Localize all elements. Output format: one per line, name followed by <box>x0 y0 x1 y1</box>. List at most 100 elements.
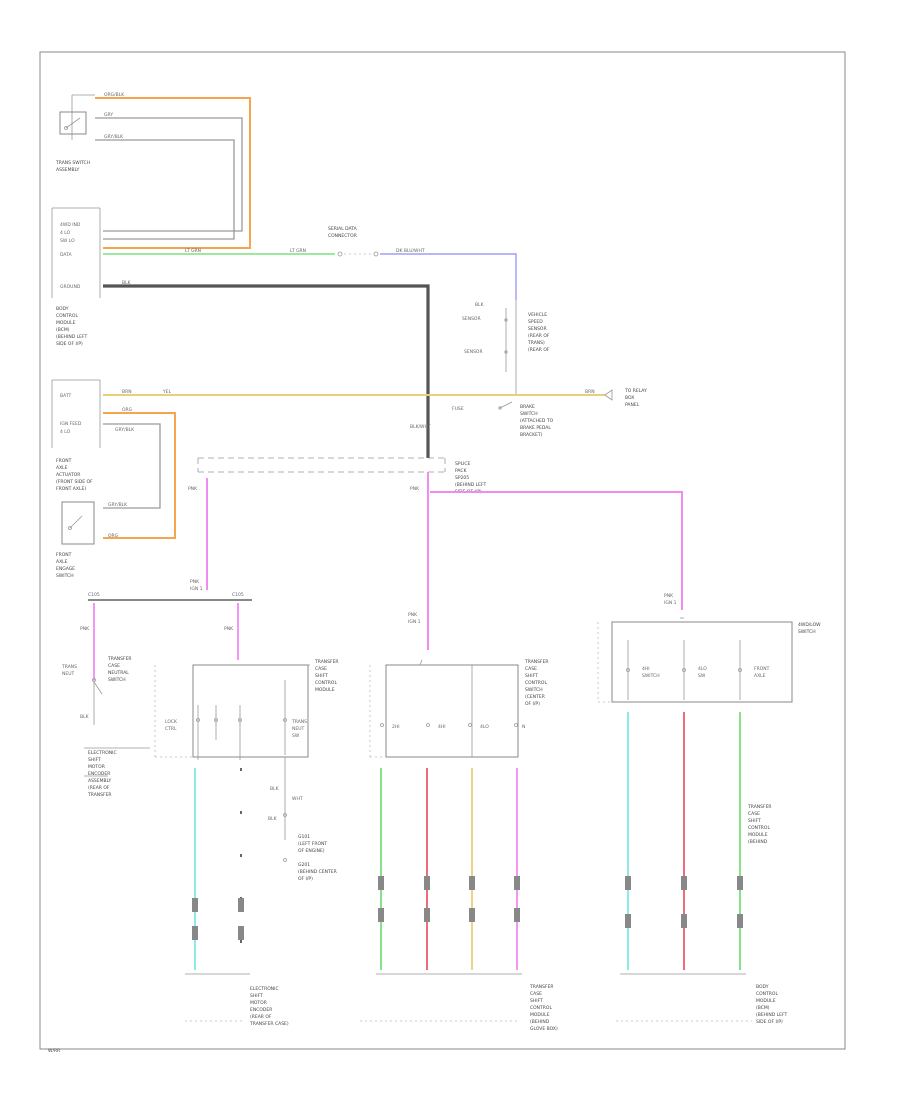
svg-text:SERIAL DATA: SERIAL DATA <box>328 226 358 232</box>
svg-text:CONTROL: CONTROL <box>748 825 770 831</box>
svg-text:CASE: CASE <box>748 811 760 817</box>
svg-text:CASE: CASE <box>525 666 537 672</box>
svg-text:PNK: PNK <box>664 593 674 599</box>
wire-orange-top <box>95 97 251 249</box>
svg-text:BRACKET): BRACKET) <box>520 432 543 438</box>
transfer-case-module-left: TRANSFER CASE SHIFT CONTROL MODULE LOCK … <box>154 659 339 760</box>
svg-text:GRY/BLK: GRY/BLK <box>115 427 135 433</box>
svg-text:SPEED: SPEED <box>528 319 543 325</box>
svg-text:TRANSFER: TRANSFER <box>747 804 772 810</box>
svg-text:ENGAGE: ENGAGE <box>56 566 75 572</box>
svg-text:SWITCH: SWITCH <box>520 411 538 417</box>
svg-text:C105: C105 <box>88 592 100 598</box>
svg-text:ELECTRONIC: ELECTRONIC <box>88 750 117 756</box>
svg-text:G101: G101 <box>298 834 310 840</box>
svg-text:SWITCH: SWITCH <box>56 573 74 579</box>
svg-text:(ATTACHED TO: (ATTACHED TO <box>520 418 554 424</box>
svg-text:FRONT: FRONT <box>56 552 72 558</box>
wire-gray-loop <box>103 423 161 509</box>
svg-text:SP205: SP205 <box>455 475 469 481</box>
svg-text:FRONT: FRONT <box>56 458 72 464</box>
svg-text:LT GRN: LT GRN <box>185 248 201 254</box>
svg-text:IGN 1: IGN 1 <box>190 586 203 592</box>
top-switch-wires: ORG/BLK GRY GRY/BLK <box>95 92 251 249</box>
svg-text:SENSOR: SENSOR <box>464 349 483 355</box>
svg-text:SW: SW <box>292 733 300 739</box>
svg-text:ASSEMBLY: ASSEMBLY <box>88 778 112 784</box>
svg-text:SHIFT: SHIFT <box>530 998 543 1004</box>
fuse-block-connector: BATT IGN FEED 4 LO FRONT AXLE ACTUATOR (… <box>51 379 101 492</box>
diagram-frame <box>39 51 846 1050</box>
svg-text:CONNECTOR: CONNECTOR <box>328 233 357 239</box>
svg-text:TRANSFER: TRANSFER <box>107 656 132 662</box>
svg-text:GLOVE BOX): GLOVE BOX) <box>530 1026 558 1032</box>
svg-text:MODULE: MODULE <box>748 832 768 838</box>
svg-text:(LEFT FRONT: (LEFT FRONT <box>298 841 327 847</box>
svg-text:4HI: 4HI <box>438 724 446 730</box>
svg-text:(FRONT SIDE OF: (FRONT SIDE OF <box>56 479 93 485</box>
svg-text:AXLE: AXLE <box>754 673 766 679</box>
svg-text:TRANSFER: TRANSFER <box>524 659 549 665</box>
svg-text:WHT: WHT <box>292 796 303 802</box>
svg-text:(BCM): (BCM) <box>56 327 70 333</box>
svg-text:BLK: BLK <box>80 714 90 720</box>
svg-text:OF I/P): OF I/P) <box>298 876 313 882</box>
svg-text:BODY: BODY <box>756 984 769 990</box>
svg-text:TRANSFER: TRANSFER <box>87 792 112 798</box>
svg-text:PNK: PNK <box>408 612 418 618</box>
svg-text:VEHICLE: VEHICLE <box>528 312 547 318</box>
svg-text:PNK: PNK <box>410 486 420 492</box>
center-bottom-connectors <box>378 876 520 922</box>
body-control-module-connector: 4WD IND 4 LO SW LO DATA GROUND BODY CONT… <box>51 207 101 347</box>
svg-text:SPLICE: SPLICE <box>455 461 471 467</box>
svg-text:BATT: BATT <box>60 393 71 399</box>
svg-text:(REAR OF: (REAR OF <box>88 785 110 791</box>
svg-text:(BEHIND LEFT: (BEHIND LEFT <box>756 1012 788 1018</box>
svg-text:ORG: ORG <box>122 407 133 413</box>
svg-text:CONTROL: CONTROL <box>756 991 778 997</box>
svg-text:TRANS SWITCH: TRANS SWITCH <box>55 160 90 166</box>
svg-text:TRANSFER: TRANSFER <box>314 659 339 665</box>
svg-text:MODULE: MODULE <box>756 998 776 1004</box>
wire-orange-loop <box>103 412 176 539</box>
svg-text:(REAR OF: (REAR OF <box>528 333 550 339</box>
svg-text:IGN 1: IGN 1 <box>664 600 677 606</box>
svg-text:GROUND: GROUND <box>60 284 81 290</box>
svg-text:YEL: YEL <box>162 389 172 395</box>
svg-text:SW: SW <box>698 673 706 679</box>
svg-text:BRN: BRN <box>585 389 595 395</box>
svg-text:SENSOR: SENSOR <box>528 326 547 332</box>
right-bottom-connectors: TRANSFER CASE SHIFT CONTROL MODULE (BEHI… <box>625 804 772 928</box>
wire-ground-dark <box>103 284 430 458</box>
svg-text:SWITCH: SWITCH <box>798 629 816 635</box>
svg-text:GRY/BLK: GRY/BLK <box>104 134 124 140</box>
svg-text:LT GRN: LT GRN <box>290 248 306 254</box>
svg-text:CONTROL: CONTROL <box>315 680 337 686</box>
svg-text:4 LO: 4 LO <box>60 230 71 236</box>
svg-text:OF I/P): OF I/P) <box>525 701 540 707</box>
svg-text:FRONT AXLE): FRONT AXLE) <box>56 486 86 492</box>
transfer-case-switch-left: TRANS NEUT TRANSFER CASE NEUTRAL SWITCH … <box>61 656 150 798</box>
svg-text:CONTROL: CONTROL <box>56 313 78 319</box>
svg-text:LOCK: LOCK <box>165 719 178 725</box>
svg-text:BODY: BODY <box>56 306 69 312</box>
tcm-ground-branch: BLK WHT BLK G101 (LEFT FRONT OF ENGINE) … <box>268 757 337 882</box>
svg-text:ELECTRONIC: ELECTRONIC <box>250 986 279 992</box>
svg-text:SWITCH: SWITCH <box>642 673 660 679</box>
svg-text:G201: G201 <box>298 862 310 868</box>
transfer-case-module-center: TRANSFER CASE SHIFT CONTROL SWITCH (CENT… <box>369 659 549 758</box>
svg-text:BLK: BLK <box>268 816 278 822</box>
svg-text:SHIFT: SHIFT <box>748 818 761 824</box>
svg-text:SWITCH: SWITCH <box>108 677 126 683</box>
svg-text:MODULE: MODULE <box>315 687 335 693</box>
svg-text:(REAR OF: (REAR OF <box>250 1014 272 1020</box>
svg-text:PNK: PNK <box>190 579 200 585</box>
wire-gray-top-1 <box>95 117 243 232</box>
svg-text:CASE: CASE <box>530 991 542 997</box>
svg-text:TRANS: TRANS <box>61 664 77 670</box>
svg-text:4WD IND: 4WD IND <box>60 222 81 228</box>
svg-text:CTRL: CTRL <box>165 726 177 732</box>
svg-text:MODULE: MODULE <box>530 1012 550 1018</box>
svg-text:BRAKE PEDAL: BRAKE PEDAL <box>520 425 551 431</box>
